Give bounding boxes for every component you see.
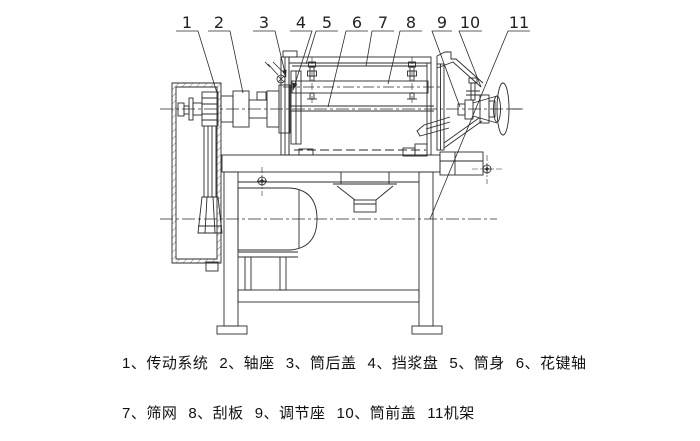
handwheel xyxy=(457,82,521,136)
callout-number: 9 xyxy=(437,13,447,32)
callout-number: 11 xyxy=(509,13,529,32)
legend-row-1: 1、传动系统 2、轴座 3、筒后盖 4、挡浆盘 5、筒身 6、花键轴 xyxy=(122,352,598,373)
legend-item: 7、筛网 xyxy=(122,405,178,422)
callout-number: 3 xyxy=(259,13,269,32)
legend-item: 8、刮板 xyxy=(188,405,244,422)
legend-item: 2、轴座 xyxy=(219,355,275,372)
machine-frame xyxy=(216,154,443,335)
callout-9: 9 xyxy=(431,13,461,108)
tension-shaft xyxy=(177,97,203,121)
scraper-bar xyxy=(291,80,429,94)
legend-item: 9、调节座 xyxy=(254,405,326,422)
callout-10: 10 xyxy=(458,13,482,88)
callout-1: 1 xyxy=(176,13,218,94)
callout-number: 1 xyxy=(182,13,192,32)
belt-pulley xyxy=(197,91,223,234)
callout-number: 8 xyxy=(406,13,416,32)
legend-item: 4、挡浆盘 xyxy=(367,355,439,372)
discharge-spout xyxy=(416,116,451,137)
foot-right xyxy=(411,325,443,335)
legend-row-2: 7、筛网 8、刮板 9、调节座 10、筒前盖 11机架 xyxy=(122,402,486,423)
anchor-bolt-right xyxy=(482,164,492,174)
callout-6: 6 xyxy=(327,13,368,108)
callout-number: 5 xyxy=(322,13,332,32)
foot-left xyxy=(216,325,248,335)
callout-7: 7 xyxy=(365,13,394,67)
anchor-bolt-left xyxy=(257,176,267,186)
callout-number: 2 xyxy=(214,13,224,32)
callout-11: 11 xyxy=(429,13,530,220)
legend-item: 10、筒前盖 xyxy=(336,405,417,422)
callout-leader xyxy=(176,30,218,94)
callout-number: 7 xyxy=(378,13,388,32)
shaft-seat xyxy=(220,84,291,134)
scraper-bolt-right xyxy=(407,61,417,100)
legend-item: 6、花键轴 xyxy=(515,355,587,372)
callout-5: 5 xyxy=(305,13,338,65)
table-top xyxy=(221,154,441,173)
callout-2: 2 xyxy=(208,13,244,94)
callout-number: 6 xyxy=(352,13,362,32)
legend-item: 3、筒后盖 xyxy=(285,355,357,372)
motor xyxy=(237,187,318,251)
front-cover xyxy=(436,51,496,151)
callout-number: 4 xyxy=(296,13,306,32)
callout-4: 4 xyxy=(290,13,313,91)
spline-shaft xyxy=(291,105,434,112)
callout-3: 3 xyxy=(253,13,287,78)
scraper-bolt-left xyxy=(307,61,317,100)
leg-right xyxy=(418,171,434,327)
feed-funnel xyxy=(333,172,397,213)
legend-item: 5、筒身 xyxy=(449,355,505,372)
legend-item: 11机架 xyxy=(427,405,475,422)
belt-guard xyxy=(171,82,222,272)
screen-mesh xyxy=(292,65,427,151)
adjust-seat xyxy=(439,151,484,176)
cross-member xyxy=(237,289,420,303)
callout-number: 10 xyxy=(460,13,480,32)
callout-8: 8 xyxy=(387,13,422,85)
motor-mount xyxy=(238,251,298,291)
grease-fitting xyxy=(264,61,286,84)
baffle-disc xyxy=(290,70,302,145)
callouts: 1 2 3 4 5 6 xyxy=(176,13,530,220)
leg-left xyxy=(223,171,239,327)
legend-item: 1、传动系统 xyxy=(122,355,209,372)
